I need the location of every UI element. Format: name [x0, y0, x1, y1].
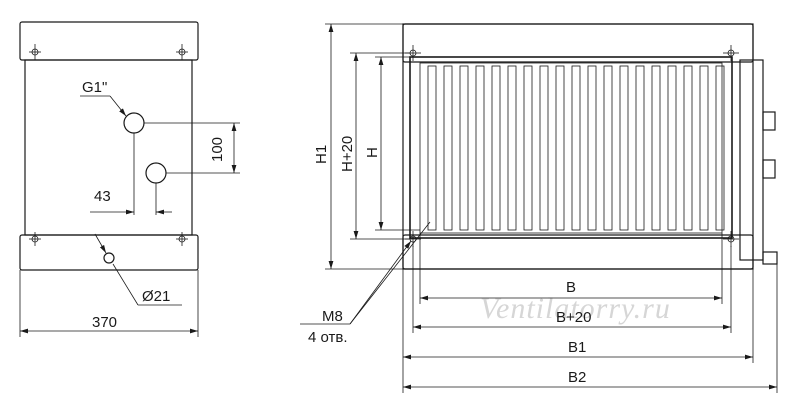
upper-pipe-stub	[762, 111, 776, 131]
coil-fin	[619, 65, 629, 231]
width-b20-label: B+20	[556, 309, 591, 326]
front-view: H1 H+20 H M8 4 отв. B B+20 B1	[300, 23, 778, 393]
coil-fin	[571, 65, 581, 231]
drain-stub	[762, 251, 778, 265]
coil-fin	[603, 65, 613, 231]
side-view: G1" 100 43 Ø21 370	[19, 21, 240, 337]
coil-fin	[443, 65, 453, 231]
coil-frame	[409, 56, 733, 239]
coil-fin	[587, 65, 597, 231]
height-h-label: H	[364, 147, 381, 158]
coil-fin	[427, 65, 437, 231]
coil-fin	[459, 65, 469, 231]
coil-fin	[475, 65, 485, 231]
lower-pipe-stub	[762, 159, 776, 179]
coil-fin	[667, 65, 677, 231]
coil-fin	[539, 65, 549, 231]
coil-fin	[523, 65, 533, 231]
pipe-offset-label: 43	[94, 188, 111, 205]
coil-inner-frame	[419, 62, 723, 234]
coil-fin	[699, 65, 709, 231]
side-bolt-holes	[29, 44, 188, 246]
coil-fin	[555, 65, 565, 231]
height-h20-label: H+20	[339, 136, 356, 172]
width-b1-label: B1	[568, 339, 586, 356]
drain-hole	[103, 252, 115, 264]
lower-pipe-connection	[145, 162, 167, 184]
coil-fin	[651, 65, 661, 231]
front-bottom-flange	[402, 234, 754, 270]
coil-fin	[507, 65, 517, 231]
holes-count-label: 4 отв.	[308, 329, 348, 346]
side-width-label: 370	[92, 314, 117, 331]
side-top-flange	[19, 21, 199, 61]
side-bottom-flange	[19, 234, 199, 271]
front-side-body	[739, 59, 764, 261]
width-b2-label: B2	[568, 369, 586, 386]
hole-diameter-label: Ø21	[142, 288, 170, 305]
pipe-spacing-label: 100	[209, 137, 226, 162]
coil-fin	[683, 65, 693, 231]
coil-fin	[715, 65, 725, 231]
pipe-thread-label: G1"	[82, 79, 107, 96]
front-casing	[402, 23, 754, 270]
bolt-label: M8	[322, 308, 343, 325]
width-b-label: B	[566, 279, 576, 296]
coil-fin	[491, 65, 501, 231]
coil-fin	[635, 65, 645, 231]
coil-fins	[427, 65, 725, 231]
height-h1-label: H1	[313, 145, 330, 164]
side-body	[24, 59, 193, 236]
upper-pipe-connection	[123, 112, 145, 134]
